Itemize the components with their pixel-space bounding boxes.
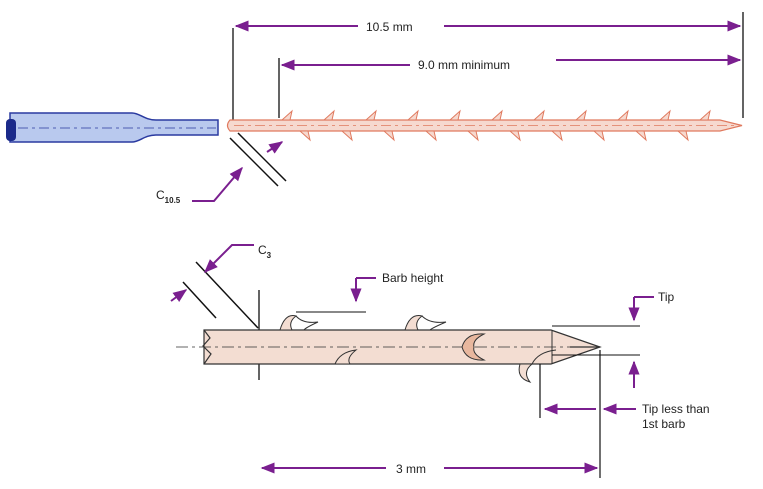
barbed-length-label: 9.0 mm minimum: [418, 58, 510, 72]
upper-barb-tail: [421, 315, 447, 331]
barb: [340, 130, 353, 142]
upper-barb: [404, 315, 424, 331]
c-small-cut-marks: C3: [170, 243, 272, 329]
handle-end-cap: [6, 119, 16, 141]
lower-barb: [518, 363, 534, 383]
total-length-label: 10.5 mm: [366, 20, 413, 34]
barb: [322, 109, 335, 121]
barb: [382, 130, 395, 142]
cut-line: [237, 132, 287, 182]
tip-annotation: Tip: [552, 290, 675, 388]
barb: [406, 109, 419, 121]
total-length-dimension: 10.5 mm: [232, 12, 744, 120]
needle-body: [226, 119, 743, 132]
lower-barb-tail: [531, 349, 557, 365]
barbed-length-dimension: 9.0 mm minimum: [278, 54, 742, 118]
handle-body: [9, 112, 219, 143]
tip-rule-label-line2: 1st barb: [642, 417, 686, 431]
tip-rule-label-line1: Tip less than: [642, 402, 710, 416]
c-main-cut-marks: C10.5: [156, 132, 287, 205]
barb: [676, 130, 689, 142]
c-main-right-arrow: [266, 141, 284, 154]
cut-line: [229, 137, 279, 187]
barb: [280, 109, 293, 121]
three-mm-dimension: 3 mm: [260, 462, 599, 476]
barb: [658, 109, 671, 121]
c-small-label: C3: [258, 243, 272, 260]
barb: [490, 109, 503, 121]
barb: [424, 130, 437, 142]
tip-rule-annotation: Tip less than 1st barb: [539, 350, 710, 478]
barb: [466, 130, 479, 142]
close-up-shaft: [176, 315, 602, 383]
barb: [698, 109, 711, 121]
c-small-left-arrow: [170, 289, 188, 302]
upper-barb: [279, 315, 298, 331]
barb: [550, 130, 563, 142]
barb: [532, 109, 545, 121]
barb: [616, 109, 629, 121]
applicator-handle: [6, 112, 219, 143]
cut-line: [195, 261, 259, 329]
barb-height-label: Barb height: [382, 271, 444, 285]
lower-barb: [334, 349, 358, 365]
three-mm-label: 3 mm: [396, 462, 426, 476]
c-main-pointer-arrow: [192, 166, 243, 202]
barb-height-annotation: Barb height: [296, 271, 444, 313]
barb: [592, 130, 605, 142]
barb: [634, 130, 647, 142]
cut-line: [182, 281, 217, 319]
barb: [508, 130, 521, 142]
c-main-label: C10.5: [156, 188, 181, 205]
barbed-needle: [226, 109, 743, 142]
barb: [298, 130, 311, 142]
barb: [364, 109, 377, 121]
highlighted-barb: [461, 333, 486, 361]
barb: [574, 109, 587, 121]
needle-lower-barbs: [298, 130, 689, 142]
c-small-pointer-arrow: [204, 244, 254, 273]
shaft-cut-end: [202, 329, 212, 365]
barb: [448, 109, 461, 121]
needle-upper-barbs: [280, 109, 711, 121]
tip-label: Tip: [658, 290, 675, 304]
upper-barb-tail: [295, 315, 319, 331]
